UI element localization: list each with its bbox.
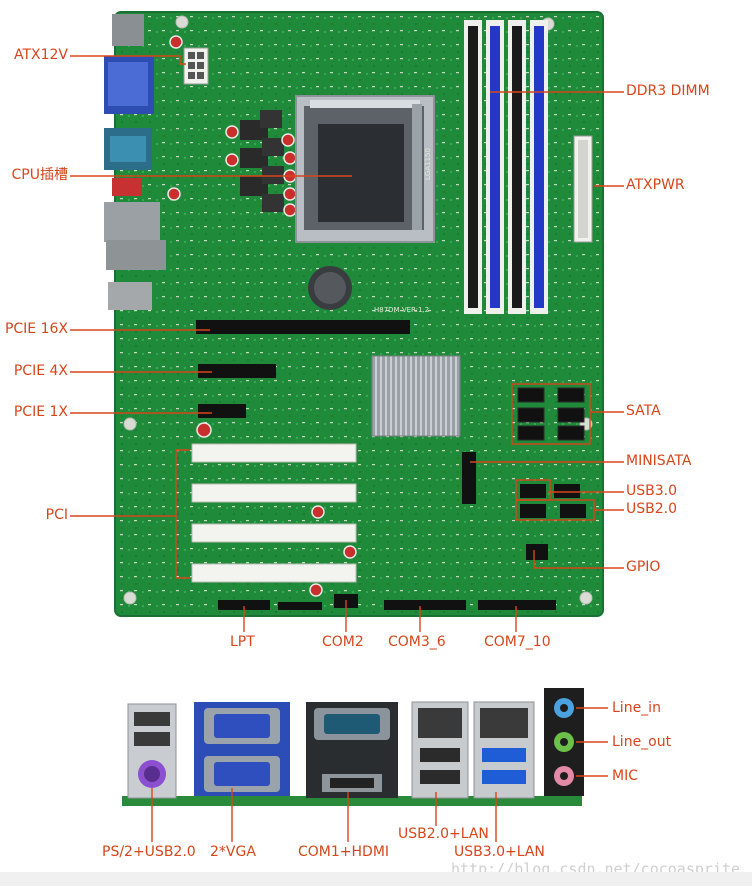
atxpwr-connector xyxy=(573,135,593,243)
rear-io-stack xyxy=(104,14,166,310)
label-line-in: Line_in xyxy=(612,700,661,716)
label-ddr3-dimm: DDR3 DIMM xyxy=(626,83,710,99)
label-sata: SATA xyxy=(626,403,661,419)
ddr3-dimm-slots xyxy=(464,20,548,314)
label-com1-hdmi: COM1+HDMI xyxy=(298,844,390,860)
chipset-heatsink xyxy=(371,355,461,437)
pci-caps xyxy=(196,422,357,597)
label-com7-10: COM7_10 xyxy=(484,634,551,650)
label-com2: COM2 xyxy=(322,634,364,650)
pcie16x-slot xyxy=(196,320,410,334)
usb20-lan-port xyxy=(411,701,469,799)
label-mic: MIC xyxy=(612,768,638,784)
dual-vga-port xyxy=(194,702,290,796)
board-model-silkscreen: H87DM VER:1.2 xyxy=(374,306,429,314)
label-atx12v: ATX12V xyxy=(13,47,68,63)
label-com3-6: COM3_6 xyxy=(388,634,446,650)
label-pci: PCI xyxy=(45,507,68,523)
label-pcie1x: PCIE 1X xyxy=(13,404,68,420)
label-cpu-socket: CPU插槽 xyxy=(11,167,68,183)
ps2-usb-port xyxy=(127,703,177,799)
minisata-slot xyxy=(462,452,476,504)
usb-headers xyxy=(520,484,586,518)
label-line-out: Line_out xyxy=(612,734,672,750)
label-usb20-lan: USB2.0+LAN xyxy=(398,826,489,842)
cpu-socket: LGA1150 xyxy=(295,95,435,243)
usb30-lan-port xyxy=(473,701,535,799)
io-callout-lines xyxy=(151,707,608,842)
callout-lines xyxy=(70,55,624,632)
label-lpt: LPT xyxy=(230,634,255,650)
rear-io-panel xyxy=(122,688,584,806)
label-usb30-lan: USB3.0+LAN xyxy=(454,844,545,860)
label-ps2-usb: PS/2+USB2.0 xyxy=(102,844,196,860)
com1-hdmi-port xyxy=(306,702,398,798)
label-2vga: 2*VGA xyxy=(210,844,256,860)
socket-silkscreen: LGA1150 xyxy=(424,148,432,180)
label-pcie16x: PCIE 16X xyxy=(4,321,68,337)
vrm-area xyxy=(167,35,297,217)
label-gpio: GPIO xyxy=(626,559,661,575)
pcie4x-slot xyxy=(198,364,276,378)
motherboard: LGA1150 H87DM VER:1.2 xyxy=(104,11,604,617)
pcie1x-slot xyxy=(198,404,246,418)
label-usb20: USB2.0 xyxy=(626,501,678,517)
bottom-strip xyxy=(0,872,752,886)
label-pcie4x: PCIE 4X xyxy=(13,363,68,379)
sata-ports xyxy=(517,387,585,441)
label-minisata: MINISATA xyxy=(626,453,692,469)
label-usb30: USB3.0 xyxy=(626,483,678,499)
label-atxpwr: ATXPWR xyxy=(626,177,685,193)
pci-slots xyxy=(191,443,357,583)
atx12v-connector xyxy=(183,47,209,85)
cmos-battery: H87DM VER:1.2 xyxy=(308,266,429,314)
gpio-header xyxy=(526,544,548,560)
